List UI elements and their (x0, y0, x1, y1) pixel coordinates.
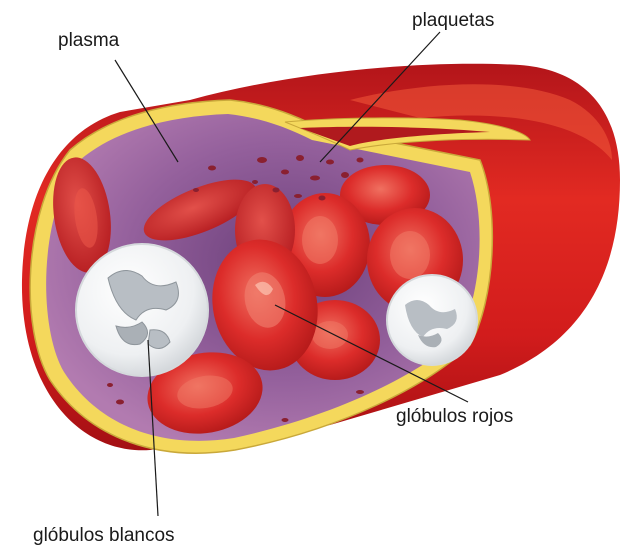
label-globulos-rojos: glóbulos rojos (396, 406, 513, 427)
label-plasma: plasma (58, 30, 120, 51)
white-blood-cell (76, 244, 208, 376)
label-plaquetas: plaquetas (412, 10, 494, 31)
label-globulos-blancos: glóbulos blancos (33, 525, 175, 546)
white-blood-cell (387, 275, 477, 365)
